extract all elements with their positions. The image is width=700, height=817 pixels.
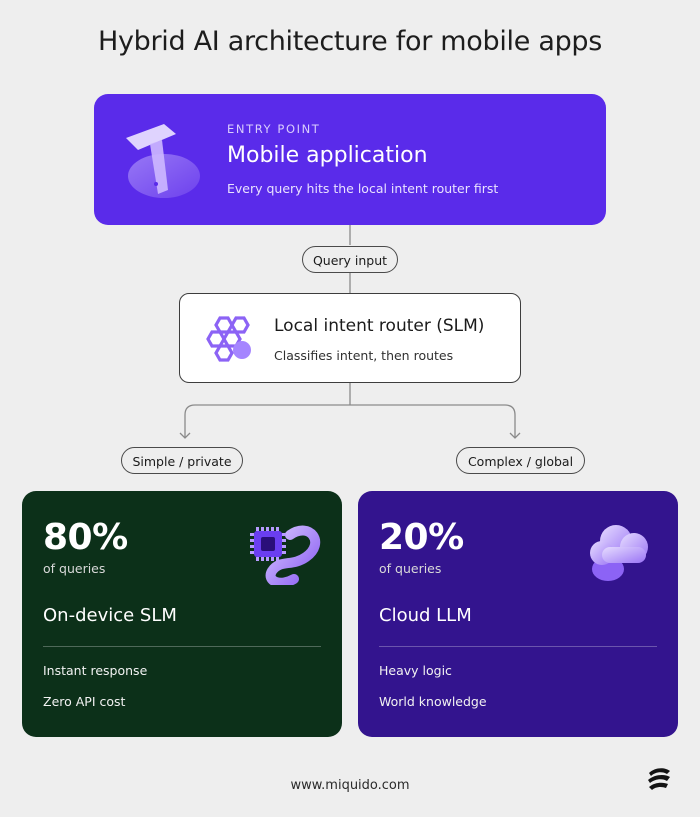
- branch-pill-simple: Simple / private: [121, 447, 243, 474]
- on-device-feature: Instant response: [43, 663, 148, 678]
- cloud-feature: World knowledge: [379, 694, 487, 709]
- on-device-title: On-device SLM: [43, 605, 177, 626]
- cloud-percent: 20%: [379, 517, 464, 558]
- chip-icon: [250, 525, 321, 585]
- entry-kicker: ENTRY POINT: [227, 122, 321, 136]
- mobile-device-icon: [126, 124, 200, 198]
- cloud-percent-label: of queries: [379, 561, 442, 576]
- on-device-feature: Zero API cost: [43, 694, 126, 709]
- arrow-right: [509, 432, 521, 439]
- cloud-icon: [590, 525, 648, 581]
- connector-right-branch: [350, 404, 516, 438]
- arrow-left: [179, 432, 191, 439]
- page-title: Hybrid AI architecture for mobile apps: [97, 26, 603, 57]
- connector-left-branch: [184, 404, 350, 438]
- cloud-feature: Heavy logic: [379, 663, 452, 678]
- entry-point-card: ENTRY POINT Mobile application Every que…: [94, 94, 606, 225]
- cloud-title: Cloud LLM: [379, 605, 472, 626]
- on-device-percent: 80%: [43, 517, 128, 558]
- on-device-card: 80% of queries On-device SLM Instant res…: [22, 491, 342, 737]
- cloud-card: 20% of queries Cloud LLM Heavy logic Wor…: [358, 491, 678, 737]
- entry-subtitle: Every query hits the local intent router…: [227, 181, 499, 196]
- on-device-percent-label: of queries: [43, 561, 106, 576]
- divider: [379, 646, 657, 647]
- router-subtitle: Classifies intent, then routes: [274, 348, 454, 363]
- divider: [43, 646, 321, 647]
- query-input-pill: Query input: [302, 246, 398, 273]
- miquido-logo-icon: [648, 768, 670, 790]
- router-title: Local intent router (SLM): [274, 316, 485, 336]
- entry-title: Mobile application: [227, 143, 428, 168]
- footer-url[interactable]: www.miquido.com: [290, 778, 410, 793]
- intent-router-card: Local intent router (SLM) Classifies int…: [179, 293, 521, 383]
- hexagon-network-icon: [206, 316, 251, 362]
- branch-pill-complex: Complex / global: [456, 447, 585, 474]
